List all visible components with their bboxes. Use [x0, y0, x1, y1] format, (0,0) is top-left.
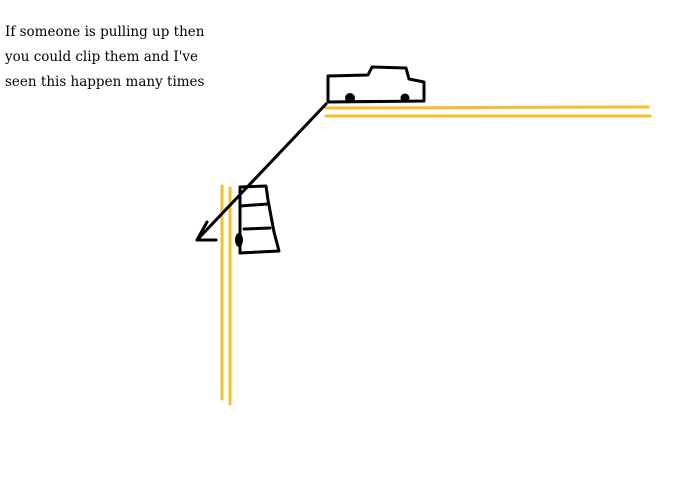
car-top-wheel [235, 233, 243, 247]
car-top-body [238, 184, 281, 255]
trajectory-arrow [195, 102, 328, 242]
caption-line-1: If someone is pulling up then [5, 24, 205, 40]
car-front-wheel [400, 93, 410, 103]
horizontal-road-lines [324, 105, 652, 118]
caption-line-2: you could clip them and I've [5, 49, 199, 65]
caption-text: If someone is pulling up then you could … [5, 20, 265, 95]
arrow-shaft [195, 102, 328, 242]
car-top-view [235, 184, 281, 255]
car-top-windshield [238, 202, 270, 208]
car-side-view [326, 65, 426, 104]
car-rear-wheel [345, 93, 355, 103]
car-body [326, 65, 426, 104]
car-top-rear-window [242, 226, 272, 231]
caption-line-3: seen this happen many times [5, 74, 205, 90]
horizontal-road-line-top [324, 105, 650, 110]
vertical-road-lines [220, 184, 232, 406]
arrow-head-icon [195, 220, 218, 242]
